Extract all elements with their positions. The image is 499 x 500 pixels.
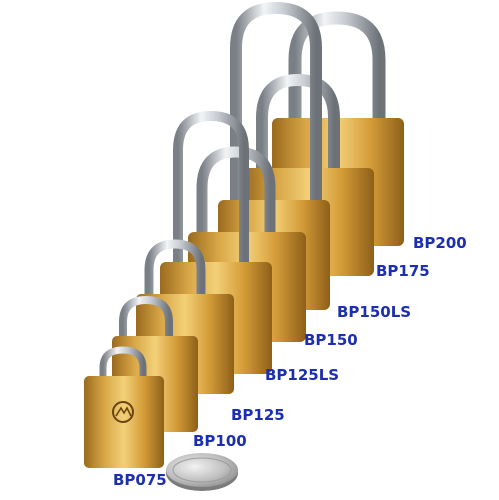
label-bp075: BP075 (113, 471, 167, 489)
quarter-coin-icon (166, 453, 238, 491)
label-bp125: BP125 (231, 406, 285, 424)
label-bp200: BP200 (413, 234, 467, 252)
label-bp150: BP150 (304, 331, 358, 349)
padlock-bp075 (84, 346, 164, 468)
label-bp150ls: BP150LS (337, 303, 412, 321)
label-bp125ls: BP125LS (265, 366, 340, 384)
label-bp100: BP100 (193, 432, 247, 450)
brand-logo-icon (112, 401, 134, 423)
label-bp175: BP175 (376, 262, 430, 280)
